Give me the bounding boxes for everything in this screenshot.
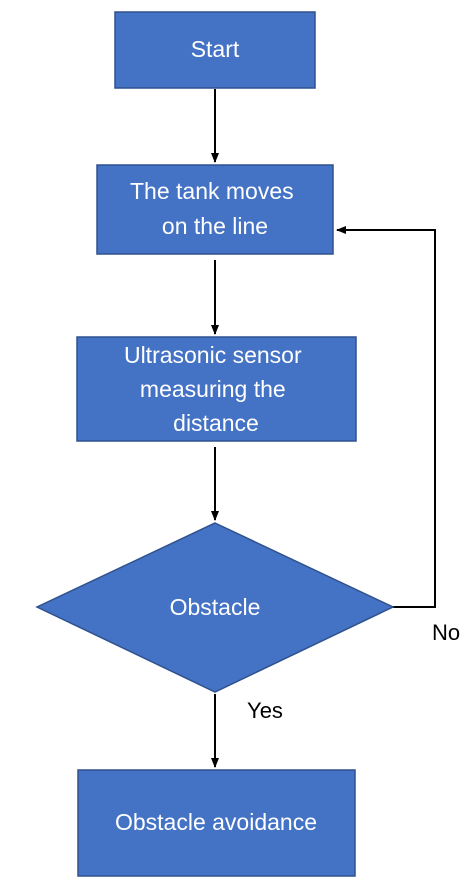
edge-label-yes: Yes bbox=[247, 698, 283, 723]
edge-label-no: No bbox=[432, 620, 460, 645]
sensor-line-3: distance bbox=[173, 410, 259, 436]
node-sensor: Ultrasonic sensor measuring the distance bbox=[76, 336, 357, 442]
start-line-1: Start bbox=[191, 36, 240, 62]
move-text: The tank moves on the line bbox=[130, 178, 300, 239]
sensor-line-1: Ultrasonic sensor bbox=[124, 342, 302, 368]
avoid-box bbox=[77, 769, 356, 877]
node-start: Start bbox=[114, 11, 316, 89]
node-decision: Obstacle bbox=[35, 522, 395, 693]
decision-diamond bbox=[35, 522, 395, 693]
sensor-line-2: measuring the bbox=[140, 376, 286, 402]
sensor-text: Ultrasonic sensor measuring the distance bbox=[124, 342, 308, 436]
avoid-line-1: Obstacle avoidance bbox=[115, 809, 317, 835]
move-line-1: The tank moves bbox=[130, 178, 294, 204]
start-text: Start bbox=[191, 36, 240, 62]
edges bbox=[211, 89, 436, 768]
move-line-2: on the line bbox=[162, 213, 268, 239]
decision-text: Obstacle bbox=[170, 594, 261, 620]
node-move: The tank moves on the line bbox=[96, 164, 334, 255]
edge-decision-to-move-loop bbox=[336, 226, 436, 608]
decision-line-1: Obstacle bbox=[170, 594, 261, 620]
move-box bbox=[96, 164, 334, 255]
avoid-text: Obstacle avoidance bbox=[115, 809, 317, 835]
start-box bbox=[114, 11, 316, 89]
node-avoid: Obstacle avoidance bbox=[77, 769, 356, 877]
sensor-box bbox=[76, 336, 357, 442]
